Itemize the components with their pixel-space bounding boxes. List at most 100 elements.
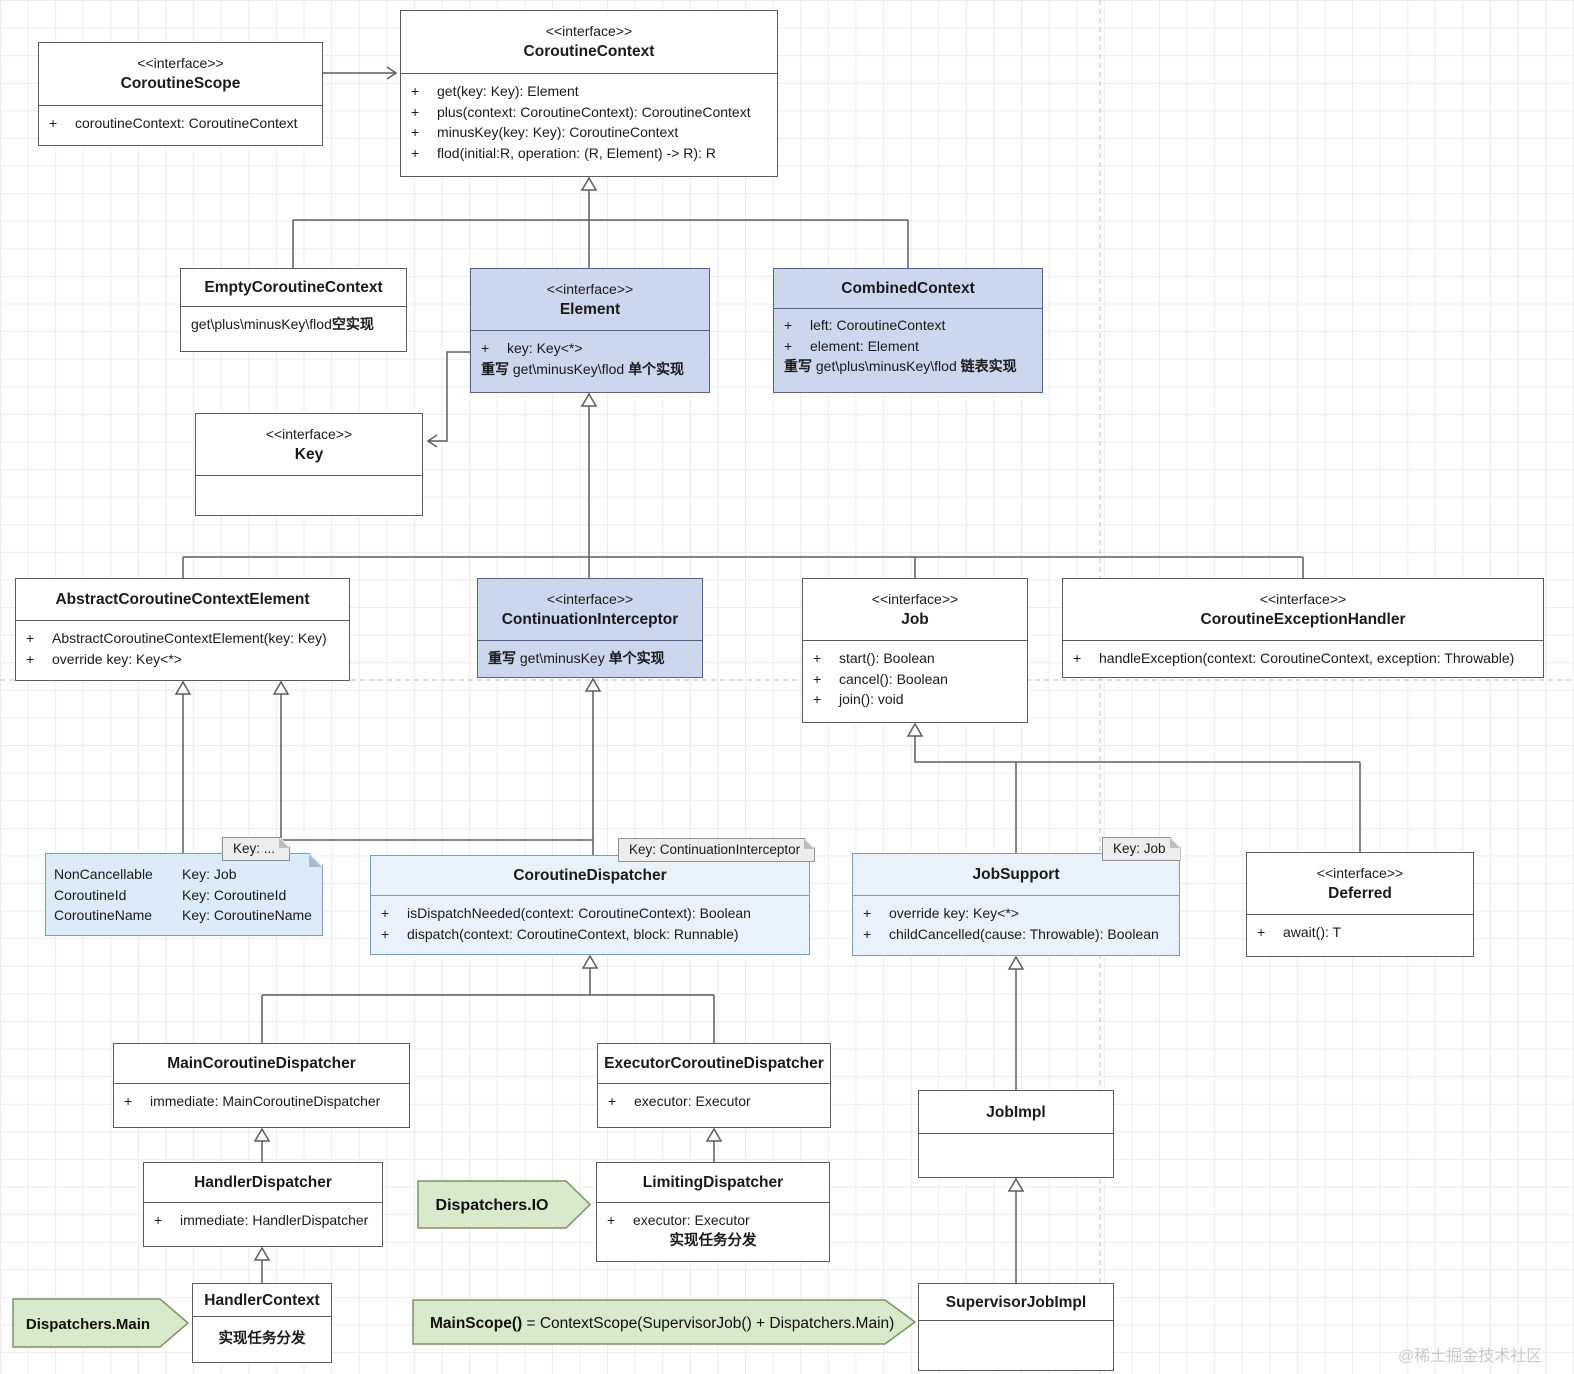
class-title: ExecutorCoroutineDispatcher [604,1055,824,1072]
stereotype: <<interface>> [137,55,224,71]
label-dispatchers-main[interactable]: Dispatchers.Main [12,1298,190,1348]
conn-element-to-key[interactable] [426,351,470,448]
member: +childCancelled(cause: Throwable): Boole… [863,925,1159,942]
class-title: ContinuationInterceptor [501,610,679,628]
class-jobsupport[interactable]: JobSupport +override key: Key<*> +childC… [852,853,1180,956]
generalization-arrowhead [580,176,598,191]
class-combinedcontext[interactable]: CombinedContext +left: CoroutineContext … [773,268,1043,393]
conn-handlerdispatcher-parent[interactable] [253,1127,271,1162]
class-continuationinterceptor[interactable]: <<interface>> ContinuationInterceptor 重写… [477,578,703,678]
class-limitingdispatcher[interactable]: LimitingDispatcher +executor: Executor 实… [596,1162,830,1262]
class-title: SupervisorJobImpl [945,1293,1087,1311]
generalization-arrowhead [581,954,599,969]
tag-jobsupport-key[interactable]: Key: Job [1102,837,1181,861]
stereotype: <<interface>> [546,590,634,607]
conn-note-to-ace[interactable] [174,680,192,853]
open-arrowhead [386,66,398,80]
generalization-arrowhead [705,1127,723,1142]
generalization-arrowhead [272,680,290,695]
generalization-arrowhead [253,1246,271,1261]
conn-handlercontext-parent[interactable] [253,1246,271,1283]
member: +plus(context: CoroutineContext): Corout… [411,103,751,120]
conn-jobimpl-parent[interactable] [1007,955,1025,1090]
member: +await(): T [1257,924,1342,940]
member: +override key: Key<*> [26,650,182,667]
class-title: Job [901,610,929,628]
class-coroutinescope[interactable]: <<interface>> CoroutineScope +coroutineC… [38,42,323,146]
member: +flod(initial:R, operation: (R, Element)… [411,144,716,161]
member: 重写 get\minusKey 单个实现 [488,650,665,666]
class-element[interactable]: <<interface>> Element +key: Key<*> 重写 ge… [470,268,710,393]
class-jobimpl[interactable]: JobImpl [918,1090,1114,1178]
class-supervisorjobimpl[interactable]: SupervisorJobImpl [918,1283,1114,1371]
member: +immediate: HandlerDispatcher [154,1212,369,1228]
class-coroutineexceptionhandler[interactable]: <<interface>> CoroutineExceptionHandler … [1062,578,1544,678]
stereotype: <<interface>> [1259,590,1347,607]
class-abstractcoroutinecontextelement[interactable]: AbstractCoroutineContextElement +Abstrac… [15,578,350,681]
generalization-arrowhead [1007,955,1025,970]
stereotype: <<interface>> [546,280,634,297]
member-note: 实现任务分发 [669,1232,757,1249]
conn-limiting-parent[interactable] [705,1127,723,1162]
class-title: HandlerContext [204,1291,320,1309]
generalization-arrowhead [1007,1177,1025,1192]
class-deferred[interactable]: <<interface>> Deferred +await(): T [1246,852,1474,957]
class-handlercontext[interactable]: HandlerContext 实现任务分发 [192,1283,332,1363]
class-title: MainCoroutineDispatcher [167,1055,356,1072]
member: +key: Key<*> [481,340,583,356]
member: +handleException(context: CoroutineConte… [1073,650,1515,666]
conn-supervisor-parent[interactable] [1007,1177,1025,1283]
class-title: LimitingDispatcher [642,1174,784,1191]
class-title: Deferred [1328,884,1392,902]
member: +executor: Executor [607,1212,750,1228]
member: +cancel(): Boolean [813,670,948,687]
generalization-arrowhead [584,677,602,692]
class-title: HandlerDispatcher [194,1174,332,1191]
class-handlerdispatcher[interactable]: HandlerDispatcher +immediate: HandlerDis… [143,1162,383,1247]
member: +start(): Boolean [813,650,935,666]
member: +dispatch(context: CoroutineContext, blo… [381,925,739,942]
svg-text:MainScope() = ContextScope(Sup: MainScope() = ContextScope(SupervisorJob… [430,1315,894,1332]
generalization-arrowhead [174,680,192,695]
open-arrowhead [426,434,438,448]
stereotype: <<interface>> [265,425,353,442]
class-title: CoroutineDispatcher [513,867,667,884]
member: +immediate: MainCoroutineDispatcher [124,1093,381,1109]
class-executorcoroutinedispatcher[interactable]: ExecutorCoroutineDispatcher +executor: E… [597,1043,831,1128]
conn-dispatcher-children[interactable] [261,954,715,1043]
tag-coroutinedispatcher-key[interactable]: Key: ContinuationInterceptor [618,838,815,862]
tag-note-key[interactable]: Key: ... [222,837,290,861]
class-coroutinedispatcher[interactable]: CoroutineDispatcher +isDispatchNeeded(co… [370,855,810,955]
member: 重写 get\minusKey\flod 单个实现 [481,360,685,377]
generalization-arrowhead [253,1127,271,1142]
generalization-arrowhead [580,392,598,407]
class-emptycoroutinecontext[interactable]: EmptyCoroutineContext get\plus\minusKey\… [180,268,407,352]
conn-scope-to-context[interactable] [323,66,398,80]
member: +join(): void [813,691,904,707]
class-title: AbstractCoroutineContextElement [55,591,310,608]
class-coroutinecontext[interactable]: <<interface>> CoroutineContext +get(key:… [400,10,778,177]
svg-text:Dispatchers.IO: Dispatchers.IO [436,1197,549,1214]
member-note: 实现任务分发 [218,1331,306,1347]
class-title: CoroutineScope [120,75,241,92]
stereotype: <<interface>> [1316,864,1404,881]
class-title: JobSupport [972,866,1060,883]
class-title: CoroutineContext [523,43,655,60]
stereotype: <<interface>> [545,23,633,39]
class-key[interactable]: <<interface>> Key [195,413,423,516]
conn-context-children[interactable] [292,176,909,268]
label-dispatchers-io[interactable]: Dispatchers.IO [417,1180,592,1229]
class-job[interactable]: <<interface>> Job +start(): Boolean +can… [802,578,1028,723]
class-maincoroutinedispatcher[interactable]: MainCoroutineDispatcher +immediate: Main… [113,1043,410,1128]
conn-job-children[interactable] [906,722,1361,853]
member: +AbstractCoroutineContextElement(key: Ke… [26,630,327,646]
label-mainscope[interactable]: MainScope() = ContextScope(SupervisorJob… [412,1299,917,1345]
stereotype: <<interface>> [871,590,959,607]
conn-element-children[interactable] [182,392,1304,578]
conn-dispatcher-parents[interactable] [272,677,602,855]
class-title: JobImpl [986,1103,1046,1121]
